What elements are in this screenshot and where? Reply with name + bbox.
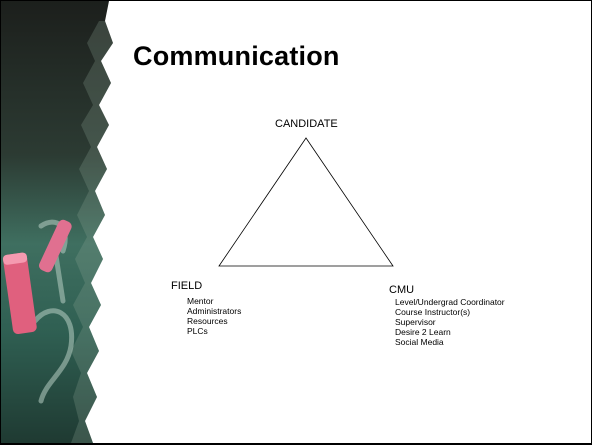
field-item-plcs: PLCs <box>187 326 208 336</box>
chalkboard-image <box>1 1 113 443</box>
candidate-label: CANDIDATE <box>275 118 338 130</box>
cmu-item-course-instructors: Course Instructor(s) <box>395 307 471 317</box>
field-item-mentor: Mentor <box>187 296 214 306</box>
field-item-administrators: Administrators <box>187 306 242 316</box>
triangle-diagram <box>218 137 394 267</box>
cmu-item-coordinator: Level/Undergrad Coordinator <box>395 297 505 307</box>
cmu-item-supervisor: Supervisor <box>395 317 436 327</box>
cmu-item-desire2learn: Desire 2 Learn <box>395 327 451 337</box>
cmu-label: CMU <box>389 284 415 296</box>
field-item-resources: Resources <box>187 316 228 326</box>
cmu-item-social-media: Social Media <box>395 337 444 347</box>
field-list: Mentor Administrators Resources PLCs <box>187 296 241 336</box>
cmu-list: Level/Undergrad Coordinator Course Instr… <box>395 297 505 347</box>
field-label: FIELD <box>171 280 203 292</box>
slide-title: Communication <box>133 41 340 71</box>
